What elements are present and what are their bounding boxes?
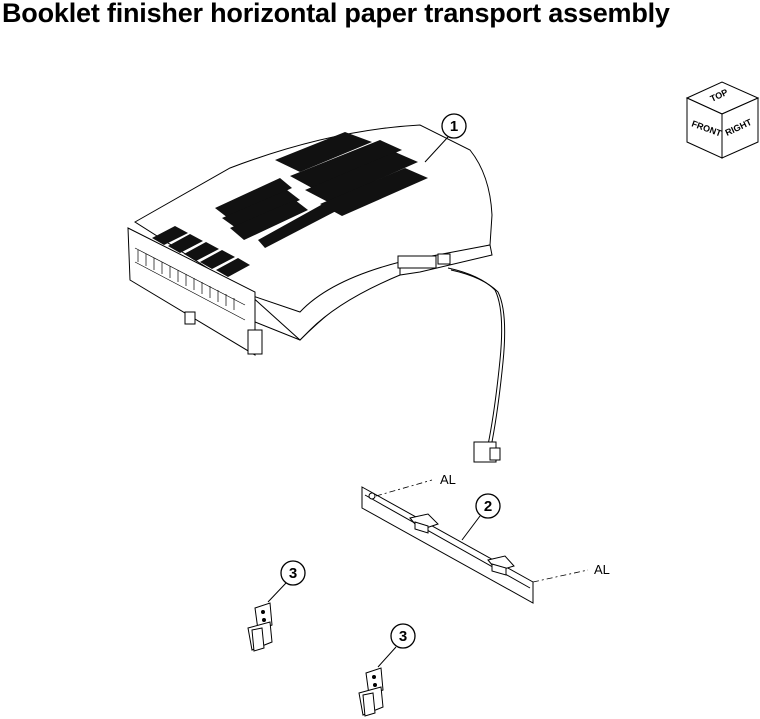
callout-1: 1 (424, 113, 467, 163)
transport-assembly (127, 124, 493, 356)
orientation-cube: TOP FRONT RIGHT (685, 81, 760, 159)
bracket (361, 486, 534, 604)
alignment-label-right: AL (594, 562, 610, 577)
callout-3-upper-label: 3 (289, 565, 297, 582)
page-title: Booklet finisher horizontal paper transp… (2, 0, 670, 28)
callout-3-lower-label: 3 (399, 628, 407, 645)
callout-2-label: 2 (484, 498, 492, 515)
transport-cable (447, 267, 506, 463)
callout-2: 2 (461, 493, 501, 541)
alignment-line-left: AL (375, 472, 456, 497)
callout-3-lower: 3 (377, 623, 416, 668)
clip-upper (247, 602, 273, 652)
callout-1-label: 1 (450, 118, 458, 135)
clip-lower (358, 667, 384, 717)
callout-3-upper: 3 (267, 560, 306, 603)
alignment-label-left: AL (440, 472, 456, 487)
alignment-line-right: AL (532, 562, 610, 583)
